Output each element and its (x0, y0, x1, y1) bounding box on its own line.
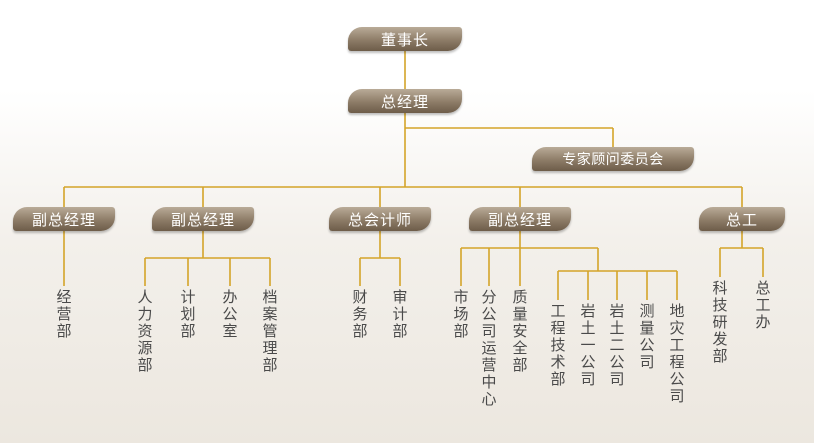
leaf-finance-dept: 财务部 (352, 288, 368, 340)
leaf-research-dept: 科技研发部 (712, 279, 728, 365)
leaf-business-dept: 经营部 (56, 288, 72, 340)
leaf-engineering-tech-dept: 工程技术部 (550, 302, 566, 388)
node-general-manager: 总经理 (348, 89, 462, 113)
leaf-geotech-company-2: 岩土二公司 (609, 302, 625, 388)
leaf-geohazard-company: 地灾工程公司 (669, 302, 685, 405)
node-vice-general-manager-2: 副总经理 (152, 207, 254, 231)
leaf-audit-dept: 审计部 (392, 288, 408, 340)
node-vice-general-manager-3: 副总经理 (469, 207, 571, 231)
leaf-hr-dept: 人力资源部 (137, 288, 153, 374)
node-expert-committee: 专家顾问委员会 (532, 147, 694, 171)
leaf-office: 办公室 (222, 288, 238, 340)
leaf-archives-dept: 档案管理部 (262, 288, 278, 374)
node-chief-engineer: 总工 (699, 207, 785, 231)
leaf-survey-company: 测量公司 (639, 302, 655, 371)
node-chairman: 董事长 (348, 27, 462, 51)
leaf-chief-engineer-office: 总工办 (755, 279, 771, 331)
leaf-geotech-company-1: 岩土一公司 (580, 302, 596, 388)
leaf-market-dept: 市场部 (453, 288, 469, 340)
leaf-planning-dept: 计划部 (180, 288, 196, 340)
leaf-branch-ops-center: 分公司运营中心 (481, 288, 497, 408)
leaf-quality-safety-dept: 质量安全部 (512, 288, 528, 374)
node-vice-general-manager-1: 副总经理 (13, 207, 115, 231)
node-chief-accountant: 总会计师 (329, 207, 431, 231)
